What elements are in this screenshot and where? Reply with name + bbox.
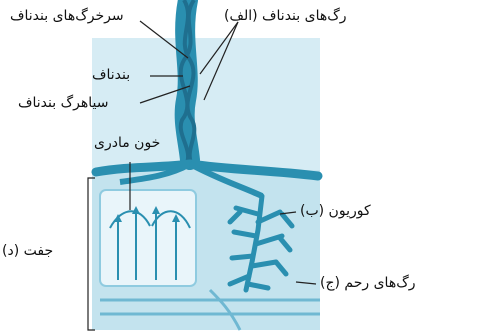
label-umbilical-arteries: سرخرگ‌های بندناف [10, 9, 124, 23]
label-umbilical-vessels-a: رگ‌های بندناف (الف) [224, 9, 347, 23]
label-umbilical-cord: بندناف [92, 68, 130, 82]
label-maternal-blood: خون مادری [94, 136, 160, 150]
label-placenta-d: جفت (د) [2, 244, 53, 258]
label-uterine-vessels-c: رگ‌های رحم (ج) [320, 276, 416, 290]
label-chorion-b: کوریون (ب) [300, 204, 371, 218]
intervillous-space [100, 190, 196, 286]
label-umbilical-vein: سیاهرگ بندناف [18, 96, 108, 110]
